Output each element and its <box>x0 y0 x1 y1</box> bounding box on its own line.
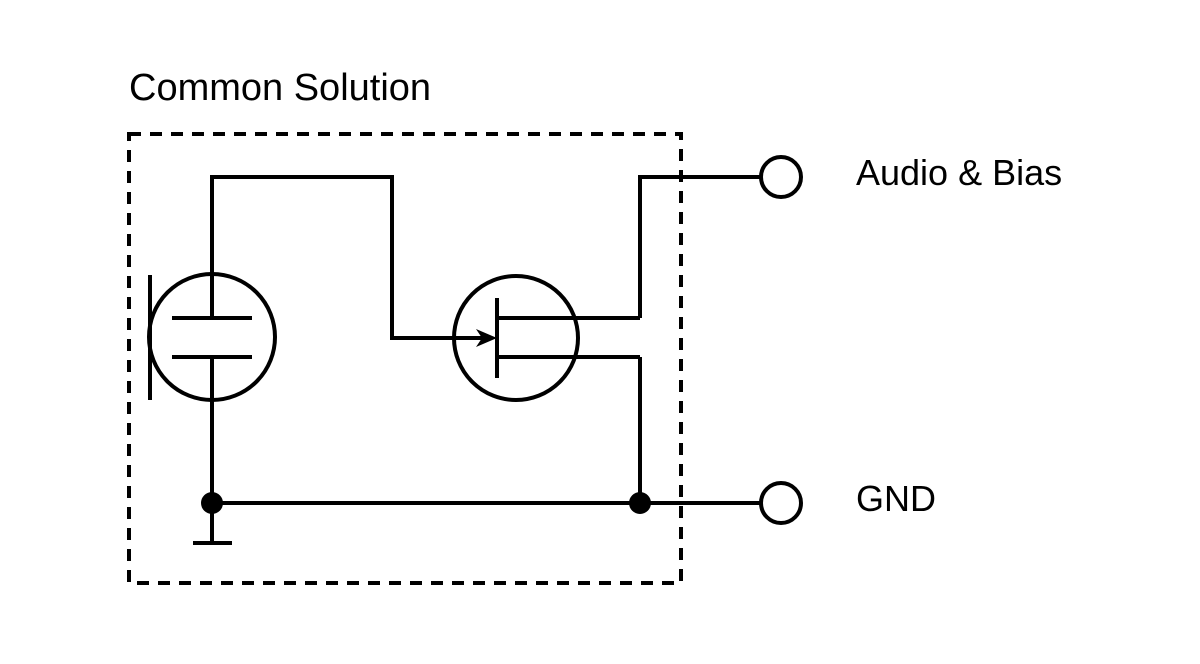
terminal-audio-bias <box>759 155 803 199</box>
junction-dot-left <box>201 492 223 514</box>
jfet-circle <box>452 274 580 402</box>
label-gnd: GND <box>856 478 936 519</box>
junction-dot-right <box>629 492 651 514</box>
jfet-symbol <box>452 274 640 402</box>
dashed-enclosure <box>127 132 683 585</box>
label-audio-bias: Audio & Bias <box>856 152 1062 193</box>
wire-drain-to-output <box>638 175 761 318</box>
wire-mic-to-gate <box>210 175 485 340</box>
jfet-gate-arrow-icon <box>476 329 497 347</box>
diagram-title: Common Solution <box>129 67 431 109</box>
terminal-gnd <box>759 481 803 525</box>
